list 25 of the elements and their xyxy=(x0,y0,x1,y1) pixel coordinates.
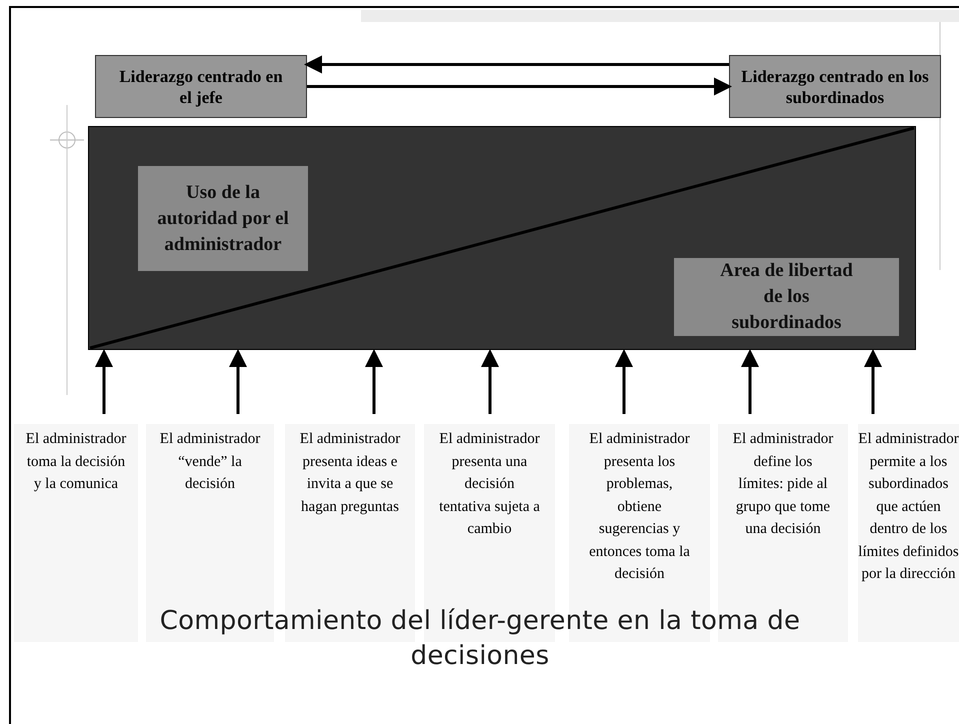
box-label: El administrador presenta ideas e invita a que se hagan preguntas xyxy=(300,431,400,514)
label-box xyxy=(674,258,899,336)
arrow xyxy=(307,78,732,96)
arrow xyxy=(481,349,499,414)
label-box xyxy=(138,166,308,271)
box-label: El administrador presenta una decisión tentativa sujeta a cambio xyxy=(439,431,540,537)
box-label: Liderazgo centrado en los subordinados xyxy=(740,66,930,108)
box-label: El administrador define los límites: pide al grupo que tome una decisión xyxy=(732,431,834,537)
arrow xyxy=(615,349,633,414)
box-label: El administrador toma la decisión y la comunica xyxy=(26,431,126,492)
label-box xyxy=(95,55,307,118)
box-label: El administrador permite a los subordinados que actúen dentro de los límites definidos por la dirección xyxy=(858,431,959,582)
box-label: Area de libertad de los subordinados xyxy=(719,259,854,335)
box-label: Uso de la autoridad por el administrador xyxy=(156,180,290,256)
box-label: El administrador “vende” la decisión xyxy=(160,431,260,492)
caption: Comportamiento del líder-gerente en la toma de decisiones xyxy=(158,605,802,673)
arrow xyxy=(229,349,247,414)
arrow xyxy=(95,349,113,414)
label-box xyxy=(729,55,941,118)
arrow xyxy=(304,55,729,74)
box-label: El administrador presenta los problemas, obtiene sugerencias y entonces toma la decisión xyxy=(589,431,690,582)
arrow xyxy=(741,349,759,414)
arrow xyxy=(864,349,882,414)
arrow xyxy=(365,349,383,414)
box-label: Liderazgo centrado en el jefe xyxy=(118,66,284,108)
